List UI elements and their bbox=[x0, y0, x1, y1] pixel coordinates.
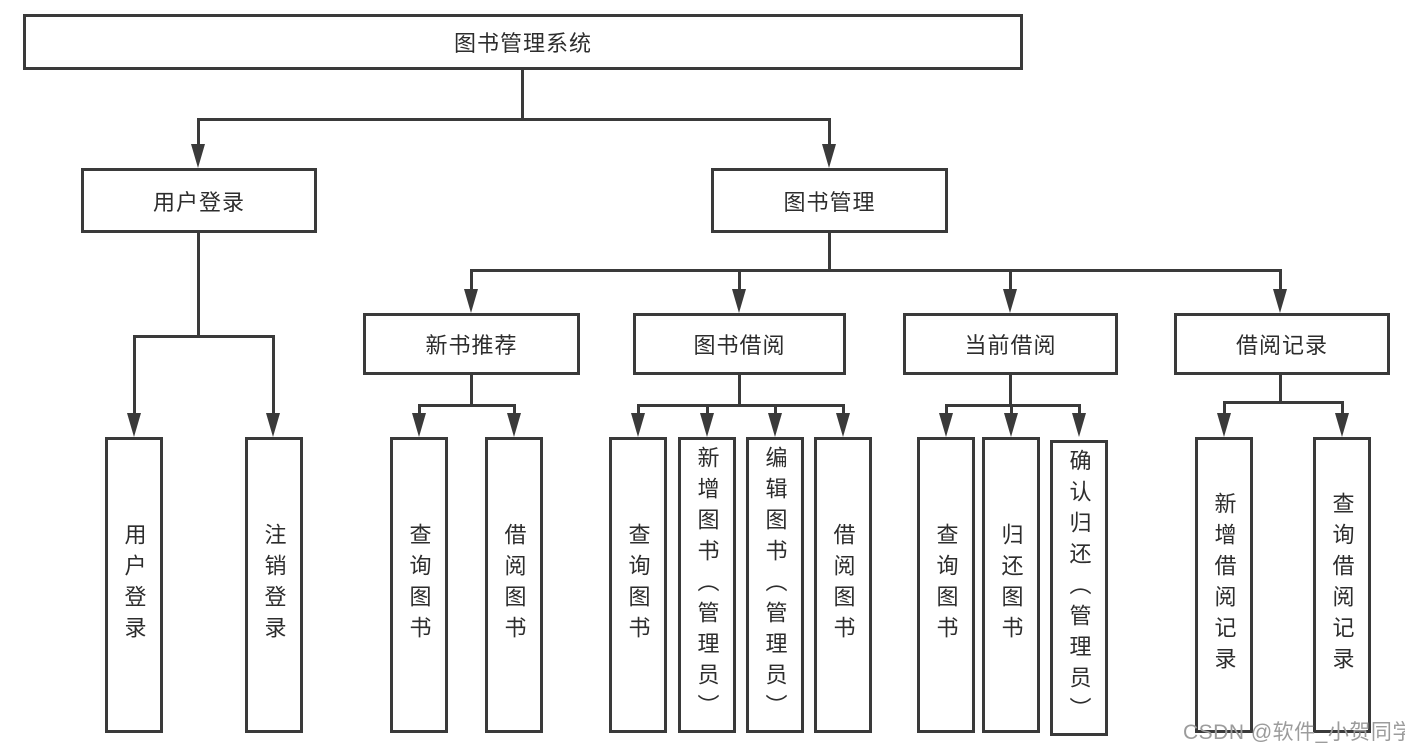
node-leaf-logout: 注销登录 bbox=[245, 437, 303, 733]
node-leaf-borrowing-edit: 编辑图书（管理员） bbox=[746, 437, 804, 733]
node-records-label: 借阅记录 bbox=[1235, 333, 1328, 358]
arrowhead bbox=[732, 289, 746, 313]
arrowhead bbox=[631, 413, 645, 437]
node-leaf-current-confirm: 确认归还（管理员） bbox=[1050, 440, 1108, 736]
arrowhead bbox=[1273, 289, 1287, 313]
connector-borrowing-stem bbox=[738, 374, 741, 407]
node-root: 图书管理系统 bbox=[23, 14, 1023, 70]
node-leaf-current-query-label: 查询图书 bbox=[933, 523, 959, 647]
connector-drop bbox=[513, 404, 516, 417]
node-borrowing-label: 图书借阅 bbox=[693, 333, 786, 358]
node-leaf-newbooks-query-label: 查询图书 bbox=[406, 523, 432, 647]
node-leaf-records-add-label: 新增借阅记录 bbox=[1211, 492, 1237, 678]
connector-drop-current bbox=[1009, 269, 1012, 293]
connector-drop bbox=[1078, 404, 1081, 417]
arrowhead bbox=[127, 413, 141, 437]
node-leaf-records-add: 新增借阅记录 bbox=[1195, 437, 1253, 733]
arrowhead bbox=[822, 144, 836, 168]
node-leaf-login-label: 用户登录 bbox=[121, 523, 147, 647]
node-leaf-records-query-label: 查询借阅记录 bbox=[1329, 492, 1355, 678]
node-leaf-newbooks-query: 查询图书 bbox=[390, 437, 448, 733]
connector-borrowing-rail bbox=[637, 404, 845, 407]
connector-drop-borrowing bbox=[738, 269, 741, 293]
arrowhead bbox=[1003, 289, 1017, 313]
node-user-login-label: 用户登录 bbox=[152, 189, 245, 215]
arrowhead bbox=[836, 413, 850, 437]
node-leaf-borrowing-borrow-label: 借阅图书 bbox=[830, 523, 856, 647]
connector-user-login-rail bbox=[133, 335, 275, 338]
connector-drop bbox=[418, 404, 421, 417]
connector-current-rail bbox=[945, 404, 1081, 407]
connector-drop bbox=[1223, 401, 1226, 415]
node-root-label: 图书管理系统 bbox=[453, 31, 592, 56]
node-leaf-borrowing-query-label: 查询图书 bbox=[625, 523, 651, 647]
node-leaf-current-return: 归还图书 bbox=[982, 437, 1040, 733]
connector-drop bbox=[1010, 404, 1013, 417]
connector-drop bbox=[706, 404, 709, 417]
node-user-login: 用户登录 bbox=[81, 168, 317, 233]
node-current: 当前借阅 bbox=[903, 313, 1118, 375]
node-leaf-newbooks-borrow-label: 借阅图书 bbox=[501, 523, 527, 647]
node-new-books: 新书推荐 bbox=[363, 313, 580, 375]
connector-level3-rail bbox=[470, 269, 1282, 272]
connector-new-books-stem bbox=[470, 374, 473, 407]
arrowhead bbox=[266, 413, 280, 437]
arrowhead bbox=[1335, 413, 1349, 437]
node-leaf-logout-label: 注销登录 bbox=[261, 523, 287, 647]
arrowhead bbox=[768, 413, 782, 437]
arrowhead bbox=[1004, 413, 1018, 437]
node-borrowing: 图书借阅 bbox=[633, 313, 846, 375]
node-book-mgmt: 图书管理 bbox=[711, 168, 948, 233]
connector-current-stem bbox=[1009, 374, 1012, 407]
node-leaf-borrowing-edit-label: 编辑图书（管理员） bbox=[762, 445, 788, 725]
connector-drop-login bbox=[133, 335, 136, 417]
node-leaf-current-confirm-label: 确认归还（管理员） bbox=[1066, 448, 1092, 728]
connector-drop bbox=[945, 404, 948, 417]
watermark-text: CSDN @软件_小贺同学 bbox=[1183, 721, 1405, 744]
arrowhead bbox=[939, 413, 953, 437]
node-new-books-label: 新书推荐 bbox=[425, 333, 518, 358]
node-leaf-newbooks-borrow: 借阅图书 bbox=[485, 437, 543, 733]
node-leaf-borrowing-add-label: 新增图书（管理员） bbox=[694, 445, 720, 725]
arrowhead bbox=[507, 413, 521, 437]
connector-drop bbox=[774, 404, 777, 417]
node-leaf-borrowing-add: 新增图书（管理员） bbox=[678, 437, 736, 733]
node-leaf-login: 用户登录 bbox=[105, 437, 163, 733]
connector-drop-logout bbox=[272, 335, 275, 417]
connector-level2-rail bbox=[197, 118, 831, 121]
connector-drop-book-mgmt bbox=[828, 118, 831, 150]
arrowhead bbox=[412, 413, 426, 437]
arrowhead bbox=[191, 144, 205, 168]
connector-drop bbox=[842, 404, 845, 417]
connector-drop-new-books bbox=[470, 269, 473, 293]
connector-user-login-stem bbox=[197, 233, 200, 337]
arrowhead bbox=[700, 413, 714, 437]
arrowhead bbox=[1217, 413, 1231, 437]
node-book-mgmt-label: 图书管理 bbox=[783, 189, 876, 215]
connector-new-books-rail bbox=[418, 404, 516, 407]
connector-drop bbox=[637, 404, 640, 417]
connector-records-stem bbox=[1279, 374, 1282, 404]
arrowhead bbox=[464, 289, 478, 313]
connector-records-rail bbox=[1223, 401, 1344, 404]
node-current-label: 当前借阅 bbox=[964, 333, 1057, 358]
connector-root-stem bbox=[521, 67, 524, 120]
node-leaf-borrowing-query: 查询图书 bbox=[609, 437, 667, 733]
connector-drop-user-login bbox=[197, 118, 200, 150]
connector-book-mgmt-stem bbox=[828, 233, 831, 272]
connector-drop bbox=[1341, 401, 1344, 415]
node-leaf-current-return-label: 归还图书 bbox=[998, 523, 1024, 647]
connector-drop-records bbox=[1279, 269, 1282, 293]
node-records: 借阅记录 bbox=[1174, 313, 1390, 375]
node-leaf-borrowing-borrow: 借阅图书 bbox=[814, 437, 872, 733]
node-leaf-current-query: 查询图书 bbox=[917, 437, 975, 733]
node-leaf-records-query: 查询借阅记录 bbox=[1313, 437, 1371, 733]
arrowhead bbox=[1072, 413, 1086, 437]
